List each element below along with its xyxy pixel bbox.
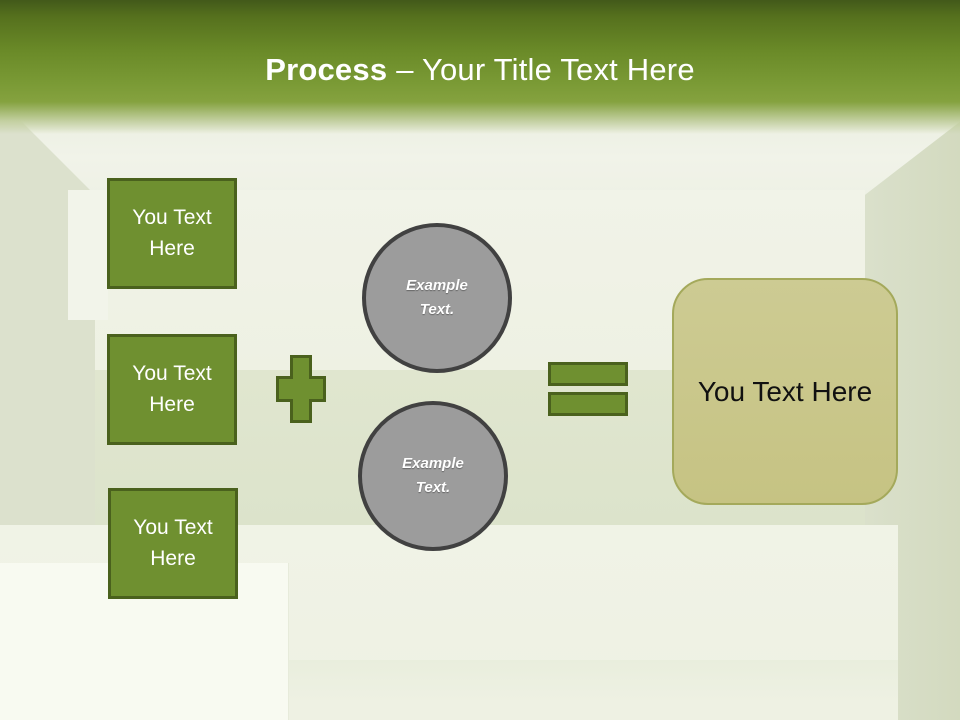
example-circle-2-label: Example Text. [402,455,464,496]
input-box-2[interactable]: You Text Here [107,334,237,445]
room-floor-seam [288,660,898,720]
result-box-label: You Text Here [697,375,873,407]
input-box-3-label: You Text Here [133,516,213,570]
input-box-1-label: You Text Here [132,206,212,260]
slide-title[interactable]: Process– Your Title Text Here [0,52,960,88]
slide-title-subtitle: – Your Title Text Here [396,52,695,87]
input-box-1[interactable]: You Text Here [107,178,237,289]
slide-title-keyword: Process [265,52,388,87]
result-box[interactable]: You Text Here [672,278,898,505]
example-circle-1[interactable]: Example Text. [362,223,512,373]
input-box-3[interactable]: You Text Here [108,488,238,599]
example-circle-2[interactable]: Example Text. [358,401,508,551]
equals-icon[interactable] [548,362,628,416]
example-circle-1-label: Example Text. [406,277,468,318]
equals-bottom-bar [548,392,628,416]
room-left-wall [0,100,95,575]
input-box-2-label: You Text Here [132,362,212,416]
plus-icon[interactable] [276,355,326,423]
room-left-shelf [68,190,108,320]
equals-top-bar [548,362,628,386]
header-band [0,0,960,134]
